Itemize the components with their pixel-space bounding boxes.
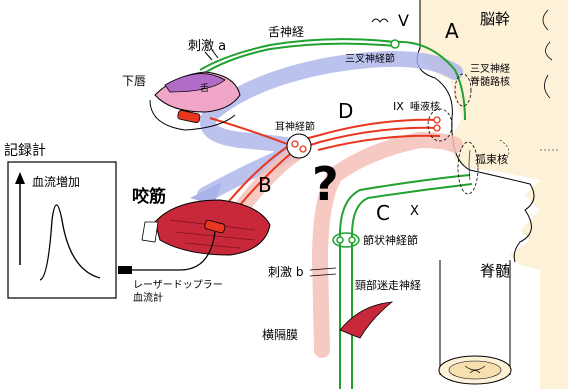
stimulus-a-electrode: 刺激 a <box>188 39 226 60</box>
tongue-label: 舌 <box>200 83 209 94</box>
otic-ganglion-label: 耳神経節 <box>275 120 315 133</box>
masseter-muscle <box>142 200 270 255</box>
cranial-IX-label: IX <box>393 100 404 113</box>
cranial-X-label: X <box>410 204 419 219</box>
nodose-ganglion-label: 節状神経節 <box>363 233 418 247</box>
question-mark: ? <box>312 157 339 211</box>
trigeminal-nucleus-label-1: 三叉神経 <box>470 62 510 75</box>
pathway-B-label: B <box>258 173 272 197</box>
diaphragm-label: 横隔膜 <box>262 328 298 342</box>
trigeminal-nucleus-label-2: 脊髄路核 <box>470 75 510 88</box>
vagus-nerve <box>333 150 472 389</box>
pathway-D-label: D <box>338 99 353 123</box>
masseter-label: 咬筋 <box>132 186 166 207</box>
cranial-V-label: V <box>398 11 409 30</box>
laser-doppler-label-2: 血流計 <box>133 291 163 304</box>
lower-lip: 舌 <box>150 72 240 130</box>
recorder-label: 記録計 <box>4 142 46 159</box>
otic-ganglion-marker <box>287 134 311 158</box>
blood-flow-label: 血流増加 <box>32 175 80 189</box>
spinal-cord-label: 脊髄 <box>480 262 510 280</box>
salivatory-nucleus-label: 唾液核 <box>410 100 440 113</box>
pathway-A-label: A <box>445 19 459 43</box>
stim-b-label: 刺激 b <box>268 265 303 279</box>
laser-doppler-label-1: レーザードップラー <box>133 279 223 291</box>
lower-lip-label: 下唇 <box>122 74 146 88</box>
stim-a-label: 刺激 a <box>188 39 226 54</box>
cervical-vagus-label: 頸部迷走神経 <box>355 278 421 292</box>
lingual-nerve-label: 舌神経 <box>268 25 304 39</box>
diaphragm-shape <box>340 302 392 338</box>
solitary-nucleus-label: 孤束核 <box>475 152 508 166</box>
recorder-panel: 記録計 血流増加 <box>4 142 116 298</box>
trigeminal-ganglion-label: 三叉神経節 <box>345 52 395 65</box>
brainstem-label: 脳幹 <box>480 10 510 28</box>
pathway-C-label: C <box>376 201 390 225</box>
